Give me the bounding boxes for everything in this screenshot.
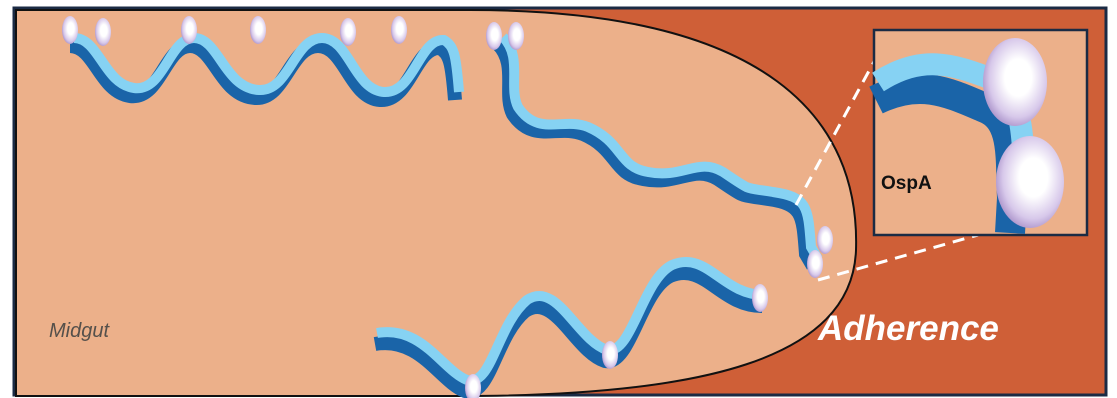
midgut-lumen <box>16 10 856 396</box>
adherence-label: Adherence <box>818 309 999 349</box>
ospa-bead-large-bottom <box>996 136 1064 228</box>
zoom-inset <box>874 30 1087 235</box>
ospa-label: OspA <box>881 173 932 195</box>
ospa-bead-large-top <box>983 38 1047 126</box>
midgut-label: Midgut <box>49 320 109 343</box>
